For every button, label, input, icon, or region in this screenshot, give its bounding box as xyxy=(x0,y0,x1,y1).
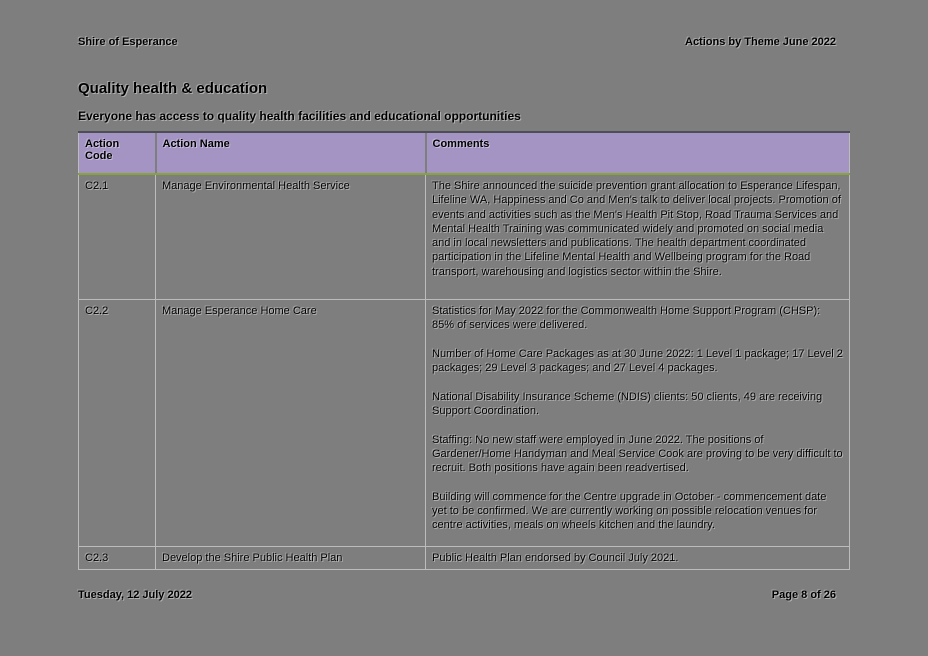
table-row: C2.2 Manage Esperance Home Care Statisti… xyxy=(78,299,850,547)
page-title: Quality health & education xyxy=(78,80,268,97)
column-header-action-name: Action Name xyxy=(154,131,426,175)
footer-page-number: Page 8 of 26 xyxy=(771,589,836,601)
column-header-comments: Comments xyxy=(424,131,850,175)
action-name-cell: Manage Esperance Home Care xyxy=(155,299,426,547)
comments-cell: Public Health Plan endorsed by Council J… xyxy=(425,545,850,571)
action-code-cell: C2.1 xyxy=(78,173,156,300)
action-code-cell: C2.3 xyxy=(78,545,156,571)
comments-cell: The Shire announced the suicide preventi… xyxy=(425,173,850,300)
table-row: C2.1 Manage Environmental Health Service… xyxy=(78,173,850,300)
header-report-title: Actions by Theme June 2022 xyxy=(685,36,836,48)
action-name-cell: Manage Environmental Health Service xyxy=(155,173,426,300)
header-org-name: Shire of Esperance xyxy=(78,36,178,48)
document-footer: Tuesday, 12 July 2022 Page 8 of 26 xyxy=(78,589,849,601)
column-header-action-code: Action Code xyxy=(78,131,156,175)
footer-date: Tuesday, 12 July 2022 xyxy=(78,589,192,601)
page-subtitle: Everyone has access to quality health fa… xyxy=(78,109,521,123)
comments-cell: Statistics for May 2022 for the Commonwe… xyxy=(425,299,850,547)
document-header: Shire of Esperance Actions by Theme June… xyxy=(78,36,849,48)
action-name-cell: Develop the Shire Public Health Plan xyxy=(155,545,426,571)
action-code-cell: C2.2 xyxy=(78,299,156,547)
actions-table: Action Code Action Name Comments C2.1 Ma… xyxy=(78,131,850,571)
table-row: C2.3 Develop the Shire Public Health Pla… xyxy=(78,545,850,571)
table-header-row: Action Code Action Name Comments xyxy=(78,131,850,175)
